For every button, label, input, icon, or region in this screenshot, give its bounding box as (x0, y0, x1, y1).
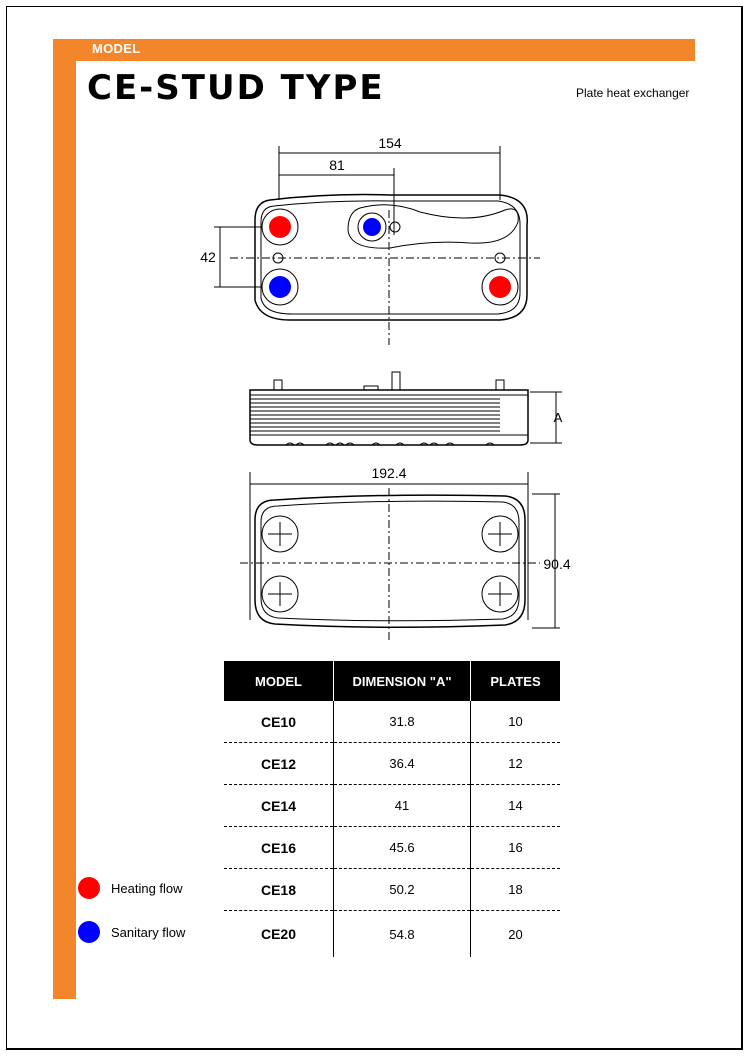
table-row: CE16 45.6 16 (224, 826, 560, 869)
cell-model: CE16 (224, 826, 334, 869)
sanitary-port-marker (363, 218, 381, 236)
dim-a: A (554, 410, 563, 425)
cell-plates: 12 (470, 742, 560, 785)
dim-90-4: 90.4 (543, 556, 570, 572)
legend-sanitary: Sanitary flow (78, 921, 185, 943)
cell-plates: 16 (470, 826, 560, 869)
side-view (249, 371, 562, 446)
cell-dimension: 45.6 (333, 826, 471, 869)
legend-heating-label: Heating flow (111, 880, 183, 896)
cell-model: CE20 (260, 926, 297, 942)
table-row: CE20 54.8 20 (224, 910, 560, 957)
dim-81: 81 (329, 157, 345, 173)
cell-dimension: 31.8 (333, 701, 471, 743)
port-markers (269, 216, 511, 298)
table-row: CE14 41 14 (224, 784, 560, 827)
column-header-dimension: DIMENSION "A" (333, 661, 471, 701)
cell-dimension: 41 (333, 784, 471, 827)
cell-dimension: 50.2 (333, 868, 471, 911)
dim-42: 42 (200, 249, 216, 265)
page-title: CE-STUD TYPE (87, 68, 385, 108)
column-header-plates: PLATES (470, 661, 560, 701)
model-label: MODEL (92, 41, 141, 56)
cell-dimension: 54.8 (333, 910, 471, 957)
top-view (214, 146, 540, 345)
column-header-model: MODEL (224, 661, 334, 701)
table-header-row: MODEL DIMENSION "A" PLATES (224, 661, 560, 701)
cell-dimension: 36.4 (333, 742, 471, 785)
cell-model: CE12 (224, 742, 334, 785)
cell-model: CE14 (224, 784, 334, 827)
sanitary-port-marker (269, 276, 291, 298)
cell-model: CE18 (224, 868, 334, 911)
bottom-view (240, 472, 560, 640)
cell-plates: 10 (470, 701, 560, 743)
cell-plates: 14 (470, 784, 560, 827)
cell-model: CE10 (224, 701, 334, 743)
table-row: CE18 50.2 18 (224, 868, 560, 911)
header-accent-bar (53, 39, 695, 61)
dim-154: 154 (378, 135, 402, 151)
dim-192-4: 192.4 (371, 465, 406, 481)
model-table: MODEL DIMENSION "A" PLATES CE10 31.8 10 … (224, 661, 560, 957)
heating-dot-icon (78, 877, 100, 899)
cell-plates: 20 (470, 910, 560, 957)
side-accent-bar (53, 39, 76, 999)
legend-heating: Heating flow (78, 877, 183, 899)
table-row: CE10 31.8 10 (224, 701, 560, 743)
heating-port-marker (269, 216, 291, 238)
page-subtitle: Plate heat exchanger (576, 86, 690, 100)
heating-port-marker (489, 276, 511, 298)
sanitary-dot-icon (78, 921, 100, 943)
legend-sanitary-label: Sanitary flow (111, 924, 186, 940)
table-row: CE12 36.4 12 (224, 742, 560, 785)
cell-plates: 18 (470, 868, 560, 911)
